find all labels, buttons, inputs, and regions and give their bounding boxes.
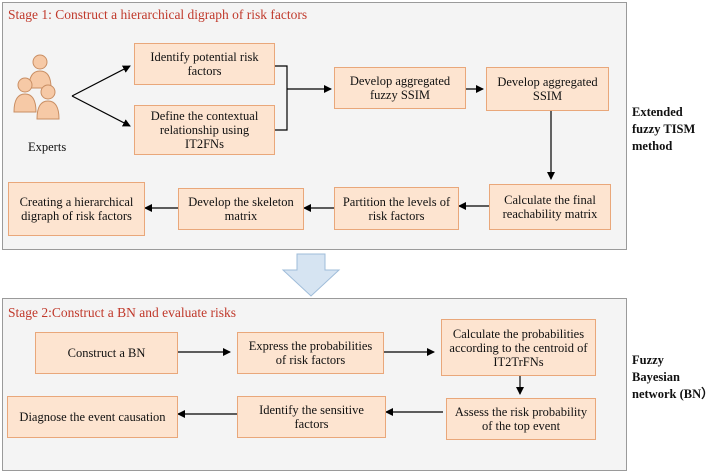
stage2-method-line-1: Fuzzy — [632, 353, 664, 367]
experts-label: Experts — [28, 140, 67, 154]
stage1-method-line-1: Extended — [632, 105, 683, 119]
identify-sensitive-factors-box: Identify the sensitive factors — [237, 396, 386, 438]
define-contextual-relationship-box: Define the contextual relationship using… — [134, 105, 275, 155]
stage2-method-line-3: network (BN） — [632, 387, 711, 401]
calculate-probabilities-box: Calculate the probabilities according to… — [441, 319, 596, 376]
stage2-title: Stage 2:Construct a BN and evaluate risk… — [8, 305, 236, 320]
assess-risk-probability-box: Assess the risk probability of the top e… — [446, 398, 596, 440]
construct-bn-box: Construct a BN — [35, 332, 178, 374]
stage-transition-arrow — [281, 253, 341, 297]
stage1-method-label: Extended fuzzy TISM method — [632, 104, 695, 155]
calculate-reachability-box: Calculate the final reachability matrix — [489, 184, 611, 230]
create-digraph-box: Creating a hierarchical digraph of risk … — [8, 182, 145, 236]
stage1-method-line-3: method — [632, 139, 673, 153]
identify-risk-factors-box: Identify potential risk factors — [134, 43, 275, 85]
express-probabilities-box: Express the probabilities of risk factor… — [237, 332, 384, 374]
stage2-method-label: Fuzzy Bayesian network (BN） — [632, 352, 711, 403]
develop-fuzzy-ssim-box: Develop aggregated fuzzy SSIM — [334, 67, 466, 109]
partition-levels-box: Partition the levels of risk factors — [334, 187, 459, 230]
stage2-method-line-2: Bayesian — [632, 370, 680, 384]
stage1-title: Stage 1: Construct a hierarchical digrap… — [8, 7, 308, 22]
skeleton-matrix-box: Develop the skeleton matrix — [178, 188, 304, 230]
experts-icon — [13, 54, 60, 120]
develop-ssim-box: Develop aggregated SSIM — [486, 67, 609, 111]
stage1-method-line-2: fuzzy TISM — [632, 122, 696, 136]
diagnose-causation-box: Diagnose the event causation — [7, 396, 178, 438]
